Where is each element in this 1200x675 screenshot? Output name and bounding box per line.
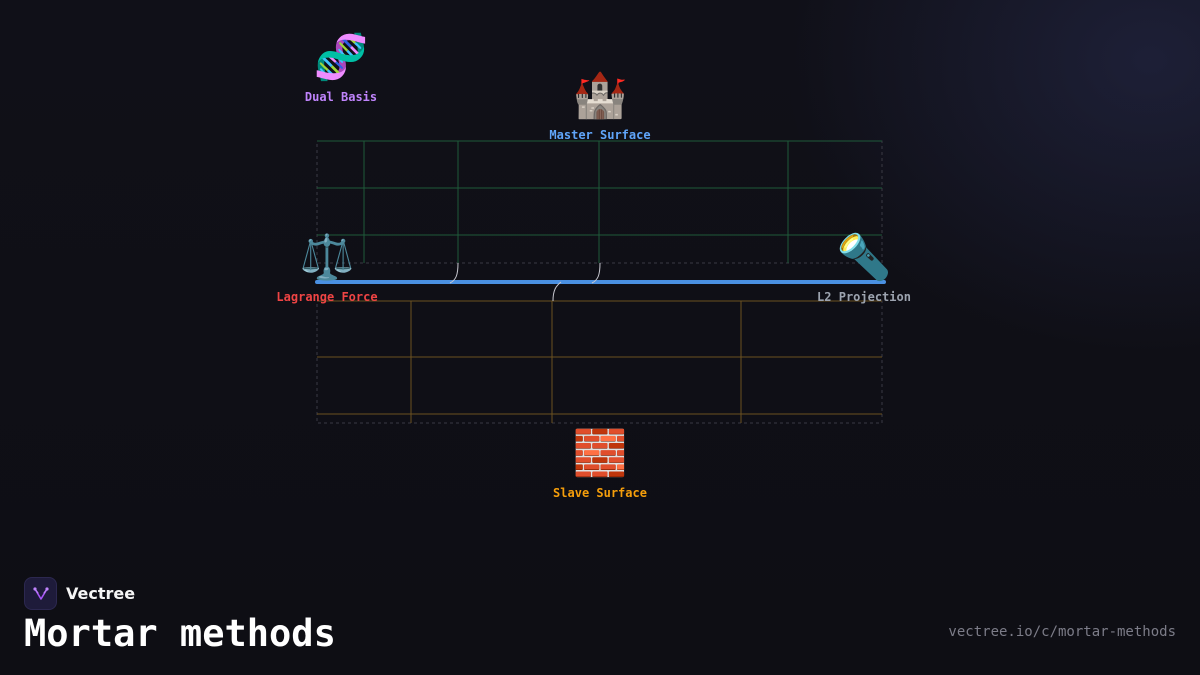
brand-name: Vectree [66,584,136,603]
mortar-diagram: 🧬 Dual Basis 🏰 Master Surface ⚖️ Lagrang… [276,32,911,500]
diagram-canvas [315,140,886,424]
dual-basis-node: 🧬 Dual Basis [305,32,377,104]
lagrange-force-node: ⚖️ Lagrange Force [276,232,377,304]
master-surface-label: Master Surface [549,128,651,142]
slave-surface-label: Slave Surface [553,486,647,500]
l2-projection-node: 🔦 L2 Projection [817,232,911,304]
page-title: Mortar methods [24,612,336,655]
page-url[interactable]: vectree.io/c/mortar-methods [948,624,1176,640]
dual-basis-label: Dual Basis [304,90,378,104]
connector-curve [449,262,459,284]
lagrange-force-label: Lagrange Force [276,290,378,304]
dna-icon: 🧬 [313,32,369,83]
flashlight-icon: 🔦 [836,232,892,283]
connector-curve [552,281,562,302]
vectree-logo-icon [24,577,57,610]
castle-icon: 🏰 [572,70,628,121]
master-surface-node: 🏰 Master Surface [549,70,650,142]
slave-surface-node: 🧱 Slave Surface [553,428,647,500]
slave-mesh-outline [316,300,883,424]
brand[interactable]: Vectree [24,577,135,610]
vectree-logo-glyph [32,586,49,600]
master-mesh [316,140,883,264]
connector-curve [591,262,601,284]
l2-projection-label: L2 Projection [817,290,911,304]
scales-icon: ⚖️ [299,232,355,283]
slave-mesh [316,300,883,424]
brick-icon: 🧱 [572,428,628,479]
